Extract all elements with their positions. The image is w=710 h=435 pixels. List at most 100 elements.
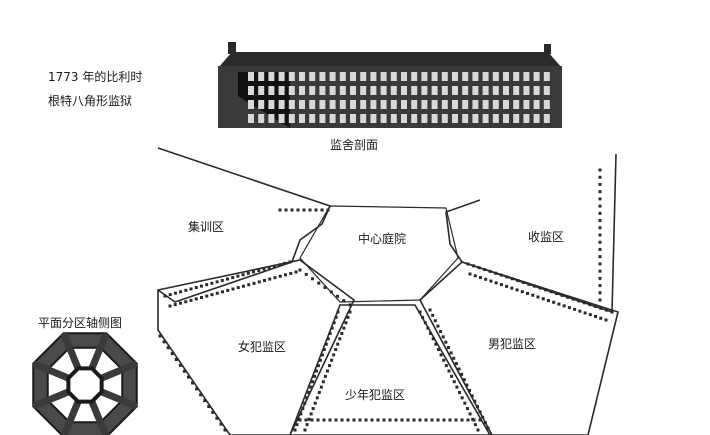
elevation-window <box>503 86 509 95</box>
axon-wing-spoke <box>60 331 82 370</box>
elevation-window <box>472 72 479 81</box>
elevation-window <box>472 100 479 109</box>
axonometric-octagon <box>31 331 139 435</box>
zone-receiving-label: 收监区 <box>528 230 565 244</box>
elevation-window <box>492 114 499 123</box>
elevation-window <box>472 86 479 95</box>
cell <box>334 418 338 422</box>
cell <box>536 295 540 299</box>
wing-training-outline <box>157 147 332 303</box>
elevation-window <box>339 72 346 81</box>
elevation-window <box>411 100 418 109</box>
cell <box>210 293 214 297</box>
elevation-window <box>533 100 540 109</box>
cell <box>304 418 308 422</box>
elevation-window <box>390 100 397 109</box>
cell <box>472 264 476 268</box>
cell <box>454 418 458 422</box>
cell <box>241 273 245 277</box>
cell <box>484 277 488 281</box>
cell <box>194 286 198 289</box>
cell <box>458 390 462 394</box>
cell <box>323 286 327 289</box>
wing-receiving-outline <box>445 153 617 314</box>
cell <box>486 426 490 430</box>
cell <box>450 374 454 378</box>
cell <box>430 418 434 422</box>
cell <box>598 255 602 259</box>
cell <box>541 297 545 301</box>
cell <box>317 281 321 285</box>
elevation-window <box>350 114 356 123</box>
elevation-window <box>533 72 540 81</box>
cell <box>236 274 240 278</box>
cell <box>328 331 332 335</box>
elevation-window <box>441 114 448 123</box>
elevation-window <box>248 100 254 109</box>
axon-wing-spoke <box>88 400 110 435</box>
elevation-window <box>411 114 418 123</box>
elevation-window <box>309 100 316 109</box>
cell <box>557 302 561 306</box>
elevation-window <box>492 72 499 81</box>
cell <box>598 211 602 215</box>
elevation-window <box>360 114 367 123</box>
cell <box>307 417 311 421</box>
cell <box>468 272 472 276</box>
elevation-window <box>309 114 316 123</box>
elevation-window <box>390 86 397 95</box>
cell <box>473 274 477 278</box>
cell <box>332 353 336 357</box>
cell <box>562 304 566 308</box>
cell <box>294 270 298 274</box>
cell <box>348 303 352 307</box>
cell <box>215 291 219 295</box>
cell <box>166 346 170 350</box>
cell <box>494 281 498 285</box>
cell <box>284 273 287 277</box>
cell <box>309 385 313 389</box>
cell <box>418 310 422 314</box>
cell <box>219 422 223 426</box>
cell <box>316 364 320 368</box>
cell <box>295 423 299 427</box>
cell <box>594 314 598 318</box>
cell <box>310 418 314 422</box>
cell <box>246 271 250 275</box>
cell <box>236 286 240 290</box>
cell <box>573 307 577 311</box>
elevation-window <box>472 114 479 123</box>
cell <box>598 247 602 251</box>
elevation-window <box>370 72 377 81</box>
cell <box>444 364 448 368</box>
cell <box>412 418 416 422</box>
cell <box>272 264 276 268</box>
cell <box>263 279 266 282</box>
axon-center-court <box>66 366 104 404</box>
cell <box>308 208 312 212</box>
elevation-window <box>380 72 387 81</box>
cell <box>442 418 446 422</box>
cell <box>578 309 582 313</box>
cell <box>510 286 514 290</box>
cell <box>195 387 199 391</box>
cell <box>560 293 564 297</box>
cell <box>418 418 422 422</box>
cell <box>444 340 448 344</box>
elevation-window <box>390 114 397 123</box>
cell <box>421 315 425 319</box>
cell <box>468 388 472 392</box>
elevation-window <box>258 114 265 123</box>
elevation-window <box>390 72 397 81</box>
cell <box>516 279 520 283</box>
cell <box>205 283 209 287</box>
elevation-window <box>482 100 489 109</box>
cell <box>499 283 503 287</box>
cell <box>326 337 330 341</box>
cell <box>470 394 474 398</box>
cell <box>505 275 509 279</box>
cell <box>452 356 456 360</box>
cell <box>231 287 235 291</box>
elevation-roof <box>218 52 562 68</box>
elevation-window <box>533 86 540 95</box>
